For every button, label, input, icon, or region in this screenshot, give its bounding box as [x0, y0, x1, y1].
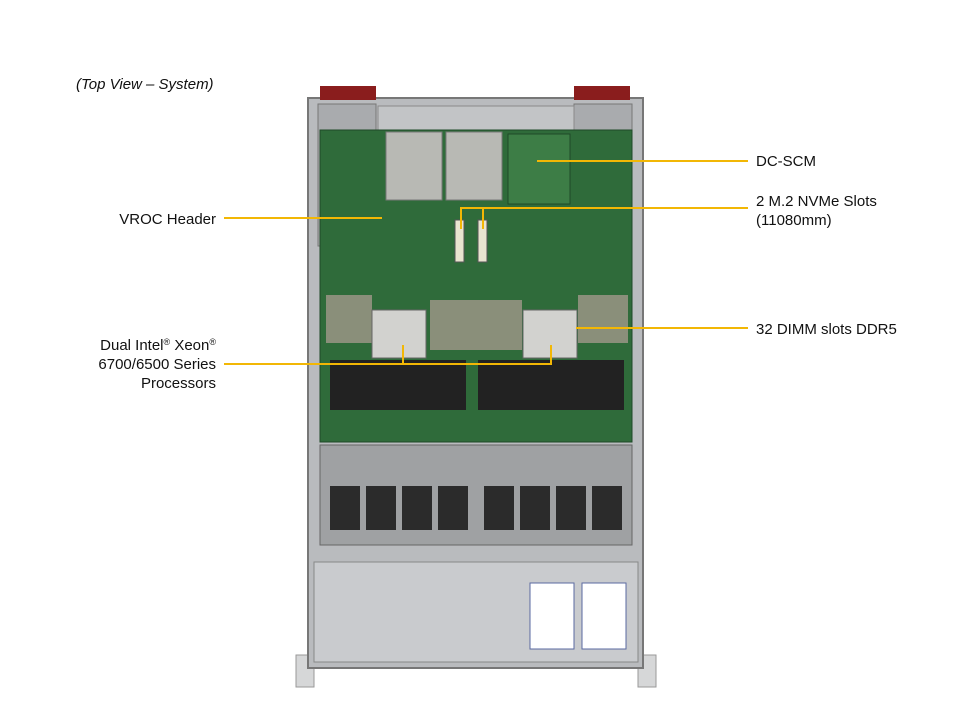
leader-cpu	[224, 363, 552, 365]
rear-heatsink-1	[385, 131, 443, 201]
dimm-bank-right-outer	[578, 295, 628, 343]
leader-cpu-drop-2	[550, 345, 552, 364]
service-label-1	[529, 582, 575, 650]
leader-dc-scm	[537, 160, 748, 162]
label-vroc: VROC Header	[119, 211, 216, 228]
label-m2-line2: (11080mm)	[756, 212, 832, 229]
dimm-bank-left-outer	[326, 295, 372, 343]
leader-m2	[460, 207, 748, 209]
psu-latch-left	[320, 86, 376, 100]
service-label-2	[581, 582, 627, 650]
air-shroud-right	[478, 360, 624, 410]
dc-scm-module	[507, 133, 571, 205]
air-shroud-left	[330, 360, 466, 410]
label-cpu-line1: Dual Intel® Xeon®	[100, 337, 216, 354]
leader-m2-drop-1	[460, 207, 462, 229]
label-cpu-line3: Processors	[140, 375, 216, 392]
cpu-heatsink-1	[371, 309, 427, 359]
leader-dimm	[576, 327, 748, 329]
leader-cpu-drop-1	[402, 345, 404, 364]
label-m2-line1: 2 M.2 NVMe Slots	[756, 193, 877, 210]
leader-vroc	[224, 217, 382, 219]
figure-caption: (Top View – System)	[76, 76, 214, 93]
label-dc-scm: DC-SCM	[756, 153, 816, 170]
psu-latch-right	[574, 86, 630, 100]
leader-m2-drop-2	[482, 207, 484, 229]
label-cpu: Dual Intel® Xeon® 6700/6500 Series Proce…	[60, 336, 216, 393]
label-m2-slots: 2 M.2 NVMe Slots (11080mm)	[756, 192, 877, 230]
rear-riser-area	[377, 105, 575, 133]
rear-heatsink-2	[445, 131, 503, 201]
label-dimm: 32 DIMM slots DDR5	[756, 321, 897, 338]
label-cpu-line2: 6700/6500 Series	[98, 356, 216, 373]
m2-slot-1	[454, 219, 465, 263]
fan-row	[330, 486, 622, 530]
dimm-bank-center	[430, 300, 522, 350]
